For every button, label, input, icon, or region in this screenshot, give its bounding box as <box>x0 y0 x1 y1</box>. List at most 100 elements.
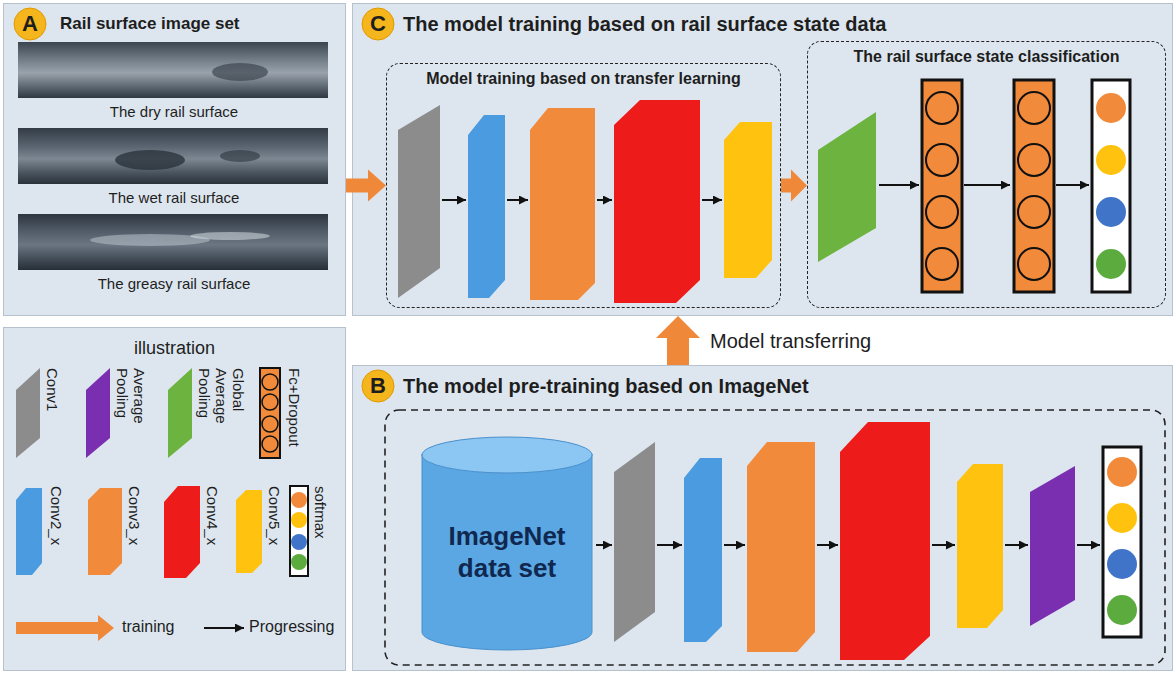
legend-text: Conv1 <box>44 368 61 458</box>
legend-text: Conv2_x <box>48 486 65 576</box>
progress-arrow <box>879 184 919 186</box>
legend-sample <box>16 615 114 641</box>
node-heading: The model pre-training based on ImageNet <box>403 374 809 398</box>
legend-arrow <box>204 627 244 629</box>
progress-arrow <box>596 544 612 546</box>
training-arrow <box>656 316 700 365</box>
legend-panel: illustrationConv1 Average Pooling Global A… <box>3 327 346 671</box>
rail-spot <box>115 150 185 170</box>
legend-text: Global Average Pooling <box>196 368 247 458</box>
progress-arrow <box>724 544 745 546</box>
legend-text: Average Pooling <box>114 368 148 458</box>
conv2-layer <box>684 458 722 642</box>
dataset-cylinder: ImageNet data set <box>421 436 593 651</box>
image-caption: The dry rail surface <box>110 103 238 121</box>
pretrain-network <box>385 410 1165 665</box>
legend-label-holder: Conv3_x <box>126 486 143 576</box>
legend-text: Fc+Dropout <box>286 368 303 458</box>
rail-photo <box>18 214 328 270</box>
legend-text: Conv3_x <box>126 486 143 576</box>
average-pooling-layer <box>1030 466 1075 626</box>
badge-circle <box>362 370 394 402</box>
transfer-network <box>398 100 772 303</box>
classifier-network <box>818 80 1130 292</box>
panel-badge: B <box>361 369 395 403</box>
legend-label-holder: Conv2_x <box>48 486 65 576</box>
progress-arrow <box>442 199 466 201</box>
neuron <box>926 92 958 124</box>
legend-neuron <box>291 534 307 550</box>
node-heading: The model training based on rail surface… <box>403 12 886 36</box>
legend-swatch <box>260 368 280 458</box>
legend-sample <box>204 628 244 629</box>
neuron <box>926 196 958 228</box>
neuron <box>1107 503 1137 533</box>
conv4-layer <box>614 100 700 303</box>
legend-label-holder: Progressing <box>249 618 334 635</box>
rail-spot <box>190 232 270 240</box>
legend-label-holder: training <box>122 618 174 635</box>
legend-arrow <box>16 615 114 641</box>
panel-letter: C <box>370 11 386 37</box>
conv3-layer <box>530 108 595 300</box>
neuron <box>1018 144 1050 176</box>
legend-text: Progressing <box>249 618 334 635</box>
rail-spot <box>220 150 260 162</box>
conv4-layer <box>840 422 930 660</box>
rail-photo <box>18 42 328 98</box>
node-heading: ImageNet data set <box>432 521 582 583</box>
node-heading: The rail surface state classification <box>854 47 1120 66</box>
neuron <box>1096 249 1126 279</box>
conv1-layer <box>614 442 655 642</box>
image-caption: The greasy rail surface <box>98 275 251 293</box>
legend-swatch <box>86 368 110 458</box>
dashed-group <box>385 410 1165 665</box>
progress-arrow <box>817 544 838 546</box>
node-heading: Model training based on transfer learnin… <box>426 69 741 88</box>
progress-arrow <box>597 199 612 201</box>
legend-label-holder: Fc+Dropout <box>286 368 303 458</box>
legend-neuron <box>262 416 278 432</box>
panel-badge: A <box>13 7 47 41</box>
panel-letter: B <box>370 373 386 399</box>
edge-label: Model transferring <box>710 329 871 353</box>
progress-arrow <box>657 544 682 546</box>
legend-text: Conv4_x <box>204 486 221 576</box>
legend-swatch <box>168 368 192 458</box>
neuron <box>1107 549 1137 579</box>
legend-label-holder: Conv4_x <box>204 486 221 576</box>
legend-sample <box>164 486 200 578</box>
neuron <box>1107 457 1137 487</box>
legend-sample <box>86 368 110 458</box>
legend-swatch <box>16 488 42 575</box>
legend-swatch <box>164 486 200 578</box>
legend-neuron <box>262 374 278 390</box>
rail-spot <box>212 63 268 81</box>
rail-photos <box>18 42 328 270</box>
legend-text: Conv5_x <box>266 486 283 576</box>
progress-arrow <box>1056 184 1089 186</box>
image-caption: The wet rail surface <box>109 189 240 207</box>
legend-neuron <box>291 492 307 508</box>
legend-sample-column <box>290 486 308 576</box>
neuron <box>1018 92 1050 124</box>
legend-swatch <box>236 490 262 573</box>
progress-arrow <box>507 199 528 201</box>
neuron <box>1107 595 1137 625</box>
legend-sample <box>16 488 42 575</box>
legend-label-holder: Global Average Pooling <box>196 368 247 458</box>
panel-badge: C <box>361 7 395 41</box>
legend-label-holder: Average Pooling <box>114 368 148 458</box>
legend-sample <box>236 490 262 573</box>
neuron <box>1096 145 1126 175</box>
panel-letter: A <box>22 11 38 37</box>
node-heading: illustration <box>134 338 215 360</box>
badge-circle <box>14 8 46 40</box>
legend-neuron <box>262 394 278 410</box>
rail-photo <box>18 128 328 184</box>
legend-text: softmax <box>312 486 329 576</box>
neuron <box>1096 197 1126 227</box>
cylinder-body <box>422 454 592 650</box>
